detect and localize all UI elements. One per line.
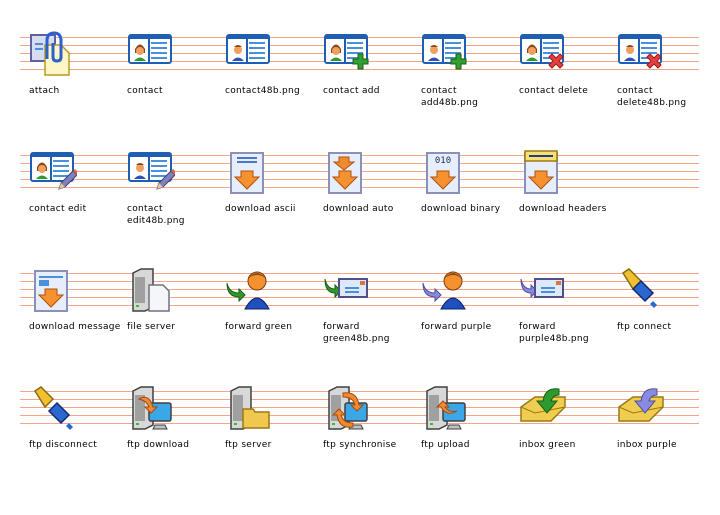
guide-line (20, 305, 699, 306)
contact-add-icon (323, 31, 371, 79)
icon-row: download message file server forward gre… (0, 268, 720, 383)
forward-purple-icon (421, 267, 469, 315)
icon-row: attach contact contact48b.png contact ad… (0, 31, 720, 147)
icon-label: inbox green (519, 440, 576, 450)
ftp-upload-icon (421, 385, 469, 433)
guide-line (20, 273, 699, 274)
contact-edit-48b-icon (127, 149, 175, 197)
icon-label: ftp upload (421, 440, 470, 450)
guide-line (20, 423, 699, 424)
icon-label: forward purple48b.png (519, 322, 589, 344)
contact-add-48b-icon (421, 31, 469, 79)
download-binary-icon: 010 (421, 149, 469, 197)
icon-label: ftp server (225, 440, 272, 450)
icon-label: download headers (519, 204, 607, 214)
guide-line (20, 391, 699, 392)
icon-label: attach (29, 86, 60, 96)
icon-label: download ascii (225, 204, 296, 214)
forward-green-48b-icon (323, 267, 371, 315)
forward-purple-48b-icon (519, 267, 567, 315)
contact-edit-icon (29, 149, 77, 197)
download-ascii-icon (225, 149, 273, 197)
icon-label: contact delete (519, 86, 589, 96)
icon-label: forward green (225, 322, 293, 332)
icon-label: ftp disconnect (29, 440, 98, 450)
icon-label: file server (127, 322, 176, 332)
contact-icon (127, 31, 175, 79)
icon-label: ftp synchronise (323, 440, 397, 450)
svg-text:010: 010 (435, 156, 451, 166)
icon-label: ftp connect (617, 322, 672, 332)
icon-label: contact add (323, 86, 380, 96)
download-message-icon (29, 267, 77, 315)
inbox-purple-icon (617, 385, 665, 433)
icon-label: forward green48b.png (323, 322, 390, 344)
download-headers-icon (519, 149, 567, 197)
icon-label: contact edit48b.png (127, 204, 185, 226)
icon-label: download binary (421, 204, 501, 214)
inbox-green-icon (519, 385, 567, 433)
icon-label: ftp download (127, 440, 190, 450)
icon-label: contact edit (29, 204, 87, 214)
ftp-disconnect-icon (29, 385, 77, 433)
contact-48b-icon (225, 31, 273, 79)
icon-row: contact edit contact edit48b.png downloa… (0, 150, 720, 265)
ftp-server-icon (225, 385, 273, 433)
guide-line (20, 399, 699, 400)
ftp-connect-icon (617, 267, 665, 315)
contact-delete-icon (519, 31, 567, 79)
icon-label: contact add48b.png (421, 86, 479, 108)
icon-row: ftp disconnect ftp download ftp server f… (0, 386, 720, 501)
ftp-synchronise-icon (323, 385, 371, 433)
icon-label: contact48b.png (225, 86, 301, 96)
forward-green-icon (225, 267, 273, 315)
icon-label: download message (29, 322, 121, 332)
icon-label: contact delete48b.png (617, 86, 687, 108)
icon-label: forward purple (421, 322, 492, 332)
icon-label: contact (127, 86, 163, 96)
ftp-download-icon (127, 385, 175, 433)
attach-icon (29, 31, 77, 79)
icon-label: inbox purple (617, 440, 677, 450)
icon-label: download auto (323, 204, 394, 214)
download-auto-icon (323, 149, 371, 197)
contact-delete-48b-icon (617, 31, 665, 79)
file-server-icon (127, 267, 175, 315)
